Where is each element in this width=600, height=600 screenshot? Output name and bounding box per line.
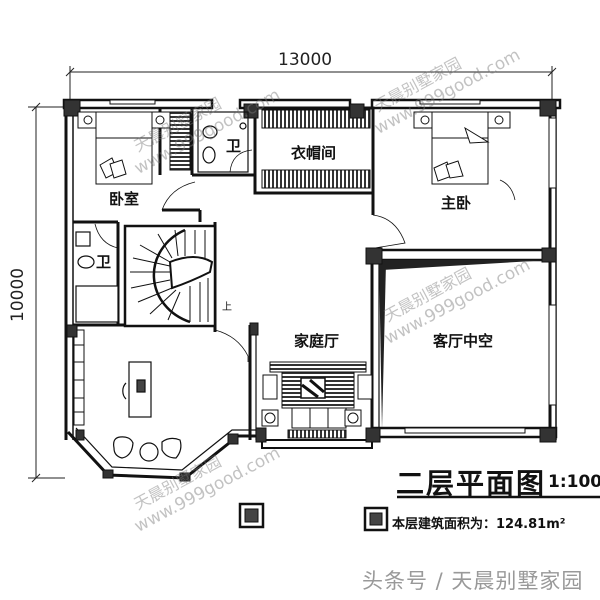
windows-right	[109, 99, 557, 434]
floor-area-value: 124.81	[496, 517, 547, 532]
room-label-bath-top: 卫	[226, 137, 242, 155]
bath-top-fixtures	[197, 111, 253, 173]
room-label-living-void: 客厅中空	[433, 332, 494, 350]
bed-master	[413, 111, 511, 185]
room-label-master-bedroom: 主卧	[441, 194, 472, 212]
door-swings	[161, 179, 516, 362]
room-label-bath-left: 卫	[96, 253, 112, 271]
room-label-cloakroom: 衣帽间	[291, 144, 337, 162]
room-label-family-hall: 家庭厅	[294, 332, 340, 350]
columns	[63, 99, 557, 482]
room-label-bedroom: 卧室	[109, 190, 140, 208]
drawing-title: 二层平面图	[396, 467, 547, 500]
dimension-depth: 10000	[8, 267, 28, 322]
family-hall-furniture	[261, 361, 373, 439]
stair-up-label: 上	[222, 302, 232, 313]
footer-credit: 头条号 / 天晨别墅家园	[362, 569, 584, 593]
dimension-lines	[28, 66, 557, 483]
study-furniture	[113, 361, 182, 462]
floor-area-unit: m²	[546, 517, 566, 532]
bed-bedroom	[77, 111, 171, 185]
floor-area: 本层建筑面积为：124.81m²	[392, 513, 565, 532]
drawing-scale: 1:100	[548, 472, 600, 492]
dimension-width: 13000	[278, 50, 333, 70]
spiral-staircase	[123, 224, 217, 328]
floor-area-label: 本层建筑面积为：	[392, 517, 497, 532]
legend-squares	[238, 502, 389, 532]
bath-left-fixtures	[75, 223, 119, 323]
